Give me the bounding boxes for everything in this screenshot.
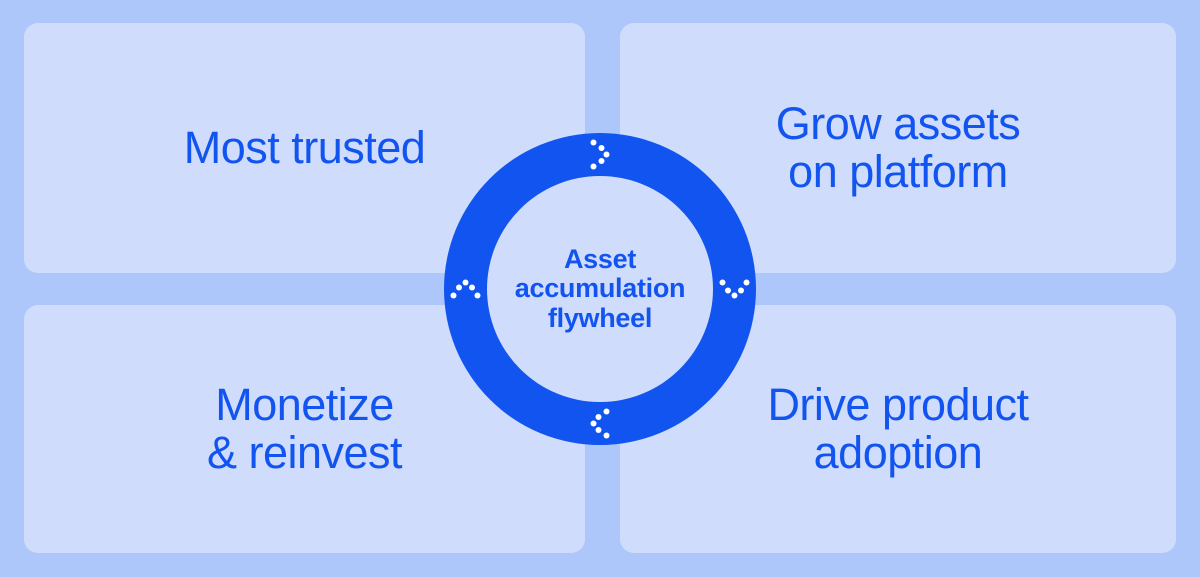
label-line: Monetize — [215, 378, 394, 430]
quadrant-card-grow-assets: Grow assets on platform — [620, 23, 1176, 273]
title-line: accumulation — [514, 273, 686, 304]
label-line: & reinvest — [206, 427, 403, 478]
chevron-down-dots-icon — [719, 279, 750, 299]
title-line: flywheel — [547, 302, 653, 333]
label-line: Most trusted — [183, 121, 426, 173]
flywheel-ring — [444, 133, 756, 445]
chevron-left-dots-icon — [590, 408, 610, 439]
flywheel-title: Asset accumulation flywheel — [444, 133, 756, 445]
quadrant-label-grow-assets: Grow assets on platform — [775, 97, 1021, 197]
quadrant-label-monetize-reinvest: Monetize & reinvest — [206, 378, 403, 478]
label-line: Drive product — [767, 378, 1029, 430]
title-line: Asset — [563, 244, 637, 275]
quadrant-label-most-trusted: Most trusted — [183, 121, 426, 173]
quadrant-card-monetize-reinvest: Monetize & reinvest — [24, 305, 585, 553]
label-line: adoption — [813, 427, 983, 478]
label-line: Grow assets — [775, 97, 1021, 149]
quadrant-label-drive-product-adoption: Drive product adoption — [767, 378, 1029, 478]
quadrant-card-most-trusted: Most trusted — [24, 23, 585, 273]
flywheel: Asset accumulation flywheel — [444, 133, 756, 445]
chevron-right-dots-icon — [590, 139, 610, 170]
chevron-up-dots-icon — [450, 279, 481, 299]
label-line: on platform — [788, 146, 1008, 197]
